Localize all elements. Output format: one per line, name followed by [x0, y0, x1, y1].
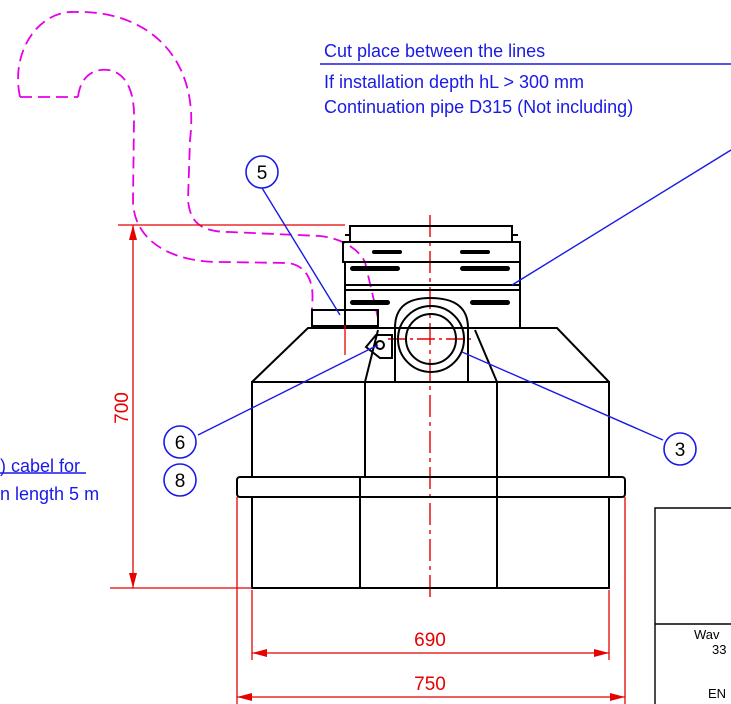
dimension-lines: [110, 224, 626, 704]
note-continuation-pipe: Continuation pipe D315 (Not including): [324, 97, 633, 117]
separator-tank-outline: [236, 225, 626, 589]
callout-5: 5: [257, 163, 268, 184]
title-block: [654, 507, 731, 704]
dimension-outer-width: 750: [414, 674, 446, 695]
note-cut-place: Cut place between the lines: [324, 41, 545, 61]
callout-balloons: [163, 155, 697, 497]
callout-3: 3: [675, 440, 686, 461]
title-block-line1: Wav: [694, 627, 720, 642]
title-block-line3: EN: [708, 686, 726, 701]
note-depth-condition: If installation depth hL > 300 mm: [324, 72, 584, 92]
title-block-line2: 33: [712, 642, 726, 657]
callout-8: 8: [175, 471, 186, 492]
note-cable-line2: n length 5 m: [0, 484, 99, 504]
dimension-height: 700: [112, 392, 133, 424]
dimension-inner-width: 690: [414, 630, 446, 651]
collar-slots: [350, 250, 510, 305]
annotation-leaders: [0, 63, 731, 474]
note-cable-line1: ) cabel for: [0, 456, 80, 476]
callout-6: 6: [175, 433, 186, 454]
